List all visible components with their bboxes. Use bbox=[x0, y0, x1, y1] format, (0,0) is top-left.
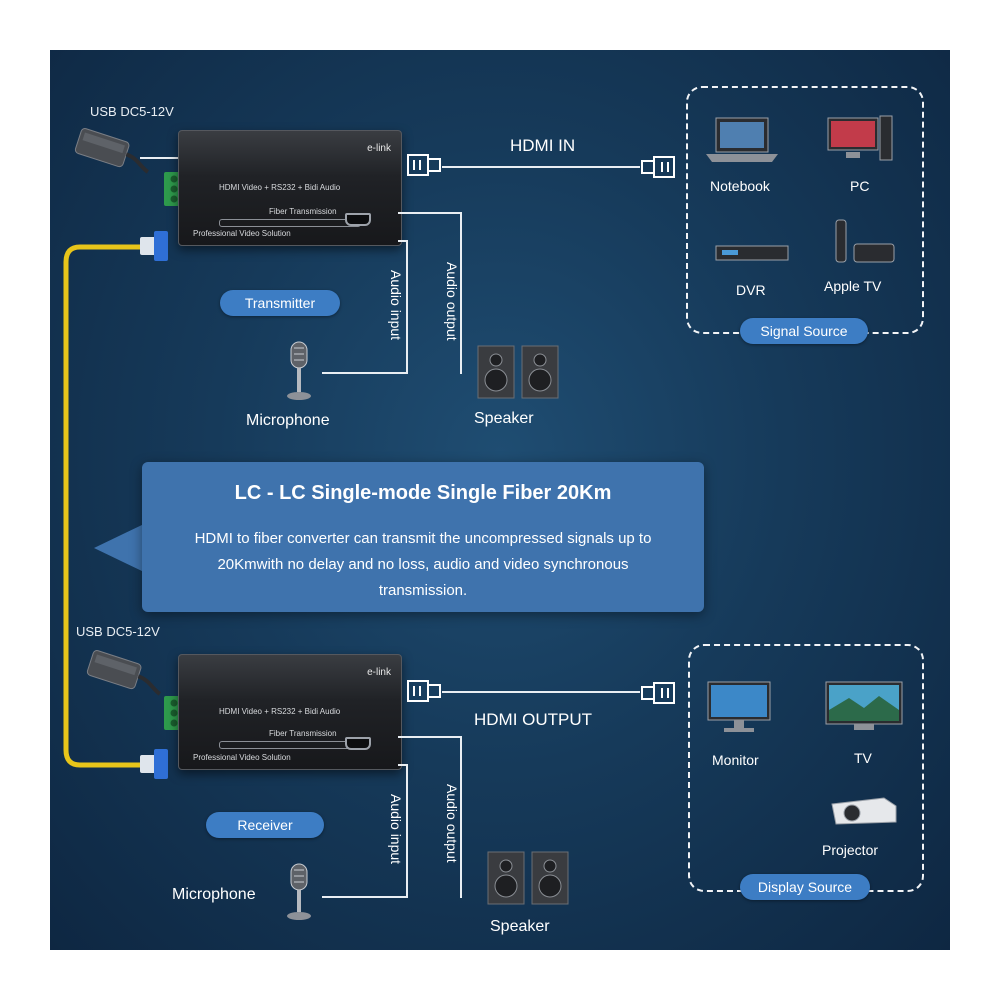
monitor-icon bbox=[707, 681, 771, 732]
tx-power-wire bbox=[140, 157, 178, 159]
rx-device-title: HDMI Video + RS232 + Bidi Audio bbox=[219, 707, 341, 716]
apple-tv-label: Apple TV bbox=[824, 278, 882, 294]
power-adapter-icon bbox=[74, 128, 150, 174]
tx-audio-input-wire-v bbox=[406, 240, 408, 372]
tx-power-label: USB DC5-12V bbox=[90, 104, 174, 119]
rx-audio-output-label: Audio output bbox=[444, 784, 460, 863]
hdmi-output-label: HDMI OUTPUT bbox=[474, 710, 593, 729]
tx-audio-input-label: Audio input bbox=[388, 270, 404, 341]
tx-device-title: HDMI Video + RS232 + Bidi Audio bbox=[219, 183, 341, 192]
receiver-device: e-link HDMI Video + RS232 + Bidi Audio F… bbox=[178, 654, 402, 770]
rx-hdmi-plug-icon bbox=[407, 680, 441, 702]
signal-source-badge: Signal Source bbox=[740, 318, 868, 344]
rx-hdmi-cable bbox=[442, 691, 640, 693]
receiver-role-badge: Receiver bbox=[206, 812, 324, 838]
apple-tv-icon bbox=[835, 219, 895, 263]
rx-audio-input-wire-v bbox=[406, 764, 408, 896]
rx-audio-input-wire-h1 bbox=[398, 764, 406, 766]
transmitter-role-badge: Transmitter bbox=[220, 290, 340, 316]
tv-icon bbox=[825, 681, 903, 730]
notebook-label: Notebook bbox=[710, 178, 770, 194]
projector-icon bbox=[831, 797, 897, 825]
display-source-badge: Display Source bbox=[740, 874, 870, 900]
tx-device-footer: Professional Video Solution bbox=[193, 229, 291, 238]
tx-hdmi-port bbox=[345, 213, 371, 226]
tx-speaker-label: Speaker bbox=[474, 410, 534, 427]
tx-brand: e-link bbox=[367, 143, 391, 154]
pc-label: PC bbox=[850, 178, 870, 194]
tx-microphone-icon bbox=[287, 341, 311, 400]
tx-audio-output-wire-v bbox=[460, 212, 462, 374]
tx-audio-input-wire-h2 bbox=[322, 372, 408, 374]
tx-speaker-icon bbox=[477, 345, 559, 399]
rx-speaker-label: Speaker bbox=[490, 918, 550, 935]
rx-power-label: USB DC5-12V bbox=[76, 624, 160, 639]
rx-audio-output-wire-v bbox=[460, 736, 462, 898]
transmitter-device: e-link HDMI Video + RS232 + Bidi Audio F… bbox=[178, 130, 402, 246]
rx-device-footer: Professional Video Solution bbox=[193, 753, 291, 762]
rx-audio-input-wire-h2 bbox=[322, 896, 408, 898]
notebook-icon bbox=[706, 117, 778, 162]
monitor-label: Monitor bbox=[712, 752, 759, 768]
rx-fiber-slot bbox=[219, 741, 361, 749]
rx-microphone-label: Microphone bbox=[172, 886, 256, 903]
rx-audio-input-label: Audio input bbox=[388, 794, 404, 865]
rx-audio-output-wire-h bbox=[398, 736, 460, 738]
projector-label: Projector bbox=[822, 842, 879, 858]
tx-audio-input-wire-h1 bbox=[398, 240, 406, 242]
rx-microphone-icon bbox=[287, 863, 311, 920]
rx-brand: e-link bbox=[367, 667, 391, 678]
source-hdmi-plug-icon bbox=[641, 156, 675, 178]
tv-label: TV bbox=[854, 750, 872, 766]
diagram-canvas: USB DC5-12V e-link HDMI Video + RS232 + … bbox=[50, 50, 950, 950]
dvr-label: DVR bbox=[736, 282, 766, 298]
callout-body: HDMI to fiber converter can transmit the… bbox=[194, 530, 652, 599]
hdmi-in-label: HDMI IN bbox=[510, 136, 576, 155]
tx-fiber-text: Fiber Transmission bbox=[269, 207, 337, 216]
tx-audio-output-wire-h bbox=[398, 212, 460, 214]
fiber-cable bbox=[63, 231, 168, 779]
tx-microphone-label: Microphone bbox=[246, 412, 330, 429]
rx-speaker-icon bbox=[487, 851, 569, 905]
pc-icon bbox=[827, 115, 893, 161]
rx-fiber-text: Fiber Transmission bbox=[269, 729, 337, 738]
tx-fiber-slot bbox=[219, 219, 361, 227]
display-hdmi-plug-icon bbox=[641, 682, 675, 704]
dvr-icon bbox=[715, 245, 789, 261]
fiber-callout: LC - LC Single-mode Single Fiber 20Km HD… bbox=[142, 462, 704, 612]
callout-heading: LC - LC Single-mode Single Fiber 20Km bbox=[234, 482, 612, 504]
tx-hdmi-plug-icon bbox=[407, 154, 441, 176]
callout-pointer bbox=[94, 524, 144, 572]
rx-hdmi-port bbox=[345, 737, 371, 750]
tx-hdmi-cable bbox=[442, 166, 640, 168]
tx-audio-output-label: Audio output bbox=[444, 262, 460, 341]
rx-power-adapter-icon bbox=[86, 650, 162, 696]
